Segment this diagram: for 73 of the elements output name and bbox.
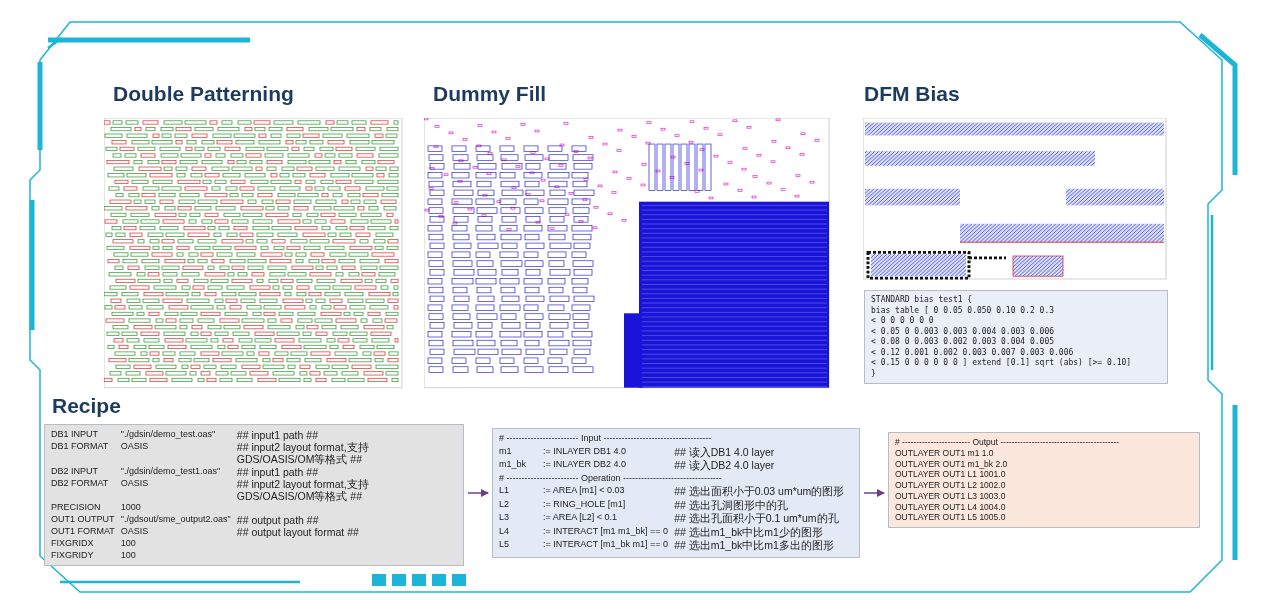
code-text: < 0.08 0 0.003 0.002 0.003 0.004 0.005 <box>871 337 1056 348</box>
code-text: ## 选出面积小于0.03 um*um的图形 <box>674 485 845 499</box>
code-text: ## input2 layout format,支持GDS/OASIS/OM等格式 ## <box>236 441 370 466</box>
code-text: OUTLAYER OUT1 L3 1003.0 <box>895 490 1007 502</box>
section-title: Double Patterning <box>113 82 294 106</box>
code-text: ## 选出孔面积小于0.1 um*um的孔 <box>674 512 840 526</box>
code-text: L3 <box>499 512 510 525</box>
section-title: DFM Bias <box>864 82 960 106</box>
code-text: bias table [ 0 0.05 0.050 0.10 0.2 0.3 <box>871 305 1056 316</box>
code-text: DB1 FORMAT <box>51 441 110 454</box>
code-text: OUT1 FORMAT <box>51 525 115 538</box>
code-text: ## 读入DB2 4.0 layer <box>674 459 776 473</box>
code-text: L5 <box>499 539 510 552</box>
code-text: := INLAYER DB1 4.0 <box>543 445 628 458</box>
code-text: # ------------------------ Operation --------------------------------- <box>499 472 723 485</box>
code-text: OUTLAYER OUT1 m1_bk 2.0 <box>895 458 1009 470</box>
code-text: OUTLAYER OUT1 L4 1004.0 <box>895 501 1007 513</box>
code-text: ## output layout format ## <box>236 525 360 539</box>
code-text: ## 选出m1_bk中比m1多出的图形 <box>674 539 835 553</box>
code-text: ## 读入DB1 4.0 layer <box>674 445 776 460</box>
code-text: 1000 <box>120 502 142 514</box>
code-text: L1 <box>499 485 510 498</box>
code-text: DB2 FORMAT <box>51 478 110 490</box>
code-box <box>492 428 860 558</box>
code-text: < 0.05 0 0.003 0.003 0.004 0.003 0.006 <box>871 326 1056 337</box>
code-text: # ------------------------ Input ------------------------------------ <box>499 433 713 445</box>
code-text: ## 选出m1_bk中比m1少的图形 <box>674 525 824 540</box>
code-text: L2 <box>499 498 510 511</box>
code-text: FIXGRIDX <box>51 538 95 550</box>
code-text: "./gdsin/demo_test.oas" <box>120 429 217 441</box>
code-text: "./gdsin/demo_test1.oas" <box>120 465 222 478</box>
code-text: OASIS <box>120 478 150 490</box>
code-text: L4 <box>499 525 510 538</box>
arrow <box>863 489 885 497</box>
arrow <box>467 489 489 497</box>
code-text: := INLAYER DB2 4.0 <box>543 459 628 472</box>
code-text: m1_bk <box>499 459 527 472</box>
code-text: OUTLAYER OUT1 m1 1.0 <box>895 447 995 459</box>
code-text: < 0 0 0 0 0 0 <box>871 316 935 327</box>
code-text: } <box>871 368 877 379</box>
code-text: DB1 INPUT <box>51 429 99 441</box>
code-text: := RING_HOLE [m1] <box>543 498 627 511</box>
code-text: DB2 INPUT <box>51 465 99 478</box>
code-text: := INTERACT [m1_bk m1] == 0 <box>543 539 669 552</box>
code-text: ## 选出孔洞图形中的孔 <box>674 498 789 513</box>
code-box <box>44 424 464 566</box>
code-text: m1 <box>499 445 513 458</box>
code-text: ## input2 layout format,支持GDS/OASIS/OM等格式 ## <box>236 478 370 503</box>
code-box <box>888 432 1200 528</box>
code-text: OUTLAYER OUT1 L2 1002.0 <box>895 480 1007 491</box>
code-text: := INTERACT [m1 m1_bk] == 0 <box>543 525 669 538</box>
code-text: ## output path ## <box>236 513 320 526</box>
code-text: OASIS <box>120 441 150 454</box>
code-text: FIXGRIDY <box>51 549 95 561</box>
code-text: PRECISION <box>51 502 102 514</box>
code-text: "./gdsout/sme_output2.oas" <box>120 513 231 526</box>
code-text: STANDARD bias test1 { <box>871 295 974 306</box>
code-text: < 0.15 0 0 0 0 0 0 ] extend [0.1] sqrt (abs) [>= 0.10] <box>871 358 1132 369</box>
code-text: ## input1 path ## <box>236 429 319 442</box>
section-title: Dummy Fill <box>433 82 547 106</box>
code-text: < 0.12 0.001 0.002 0.003 0.007 0.003 0.006 <box>871 347 1075 358</box>
code-text: 100 <box>120 538 137 550</box>
section-title: Recipe <box>52 394 121 418</box>
code-box <box>864 290 1168 384</box>
code-text: 100 <box>120 549 137 561</box>
code-text: ## input1 path ## <box>236 465 319 478</box>
code-text: := AREA [m1] < 0.03 <box>543 485 626 498</box>
code-text: OASIS <box>120 525 150 538</box>
code-text: OUT1 OUTPUT <box>51 513 115 526</box>
code-text: := AREA [L2] < 0.1 <box>543 512 619 525</box>
code-text: OUTLAYER OUT1 L5 1005.0 <box>895 512 1007 523</box>
code-text: # ------------------------ Output ------------------------------------------ <box>895 437 1120 448</box>
code-text: OUTLAYER OUT1 L1 1001.0 <box>895 469 1007 480</box>
